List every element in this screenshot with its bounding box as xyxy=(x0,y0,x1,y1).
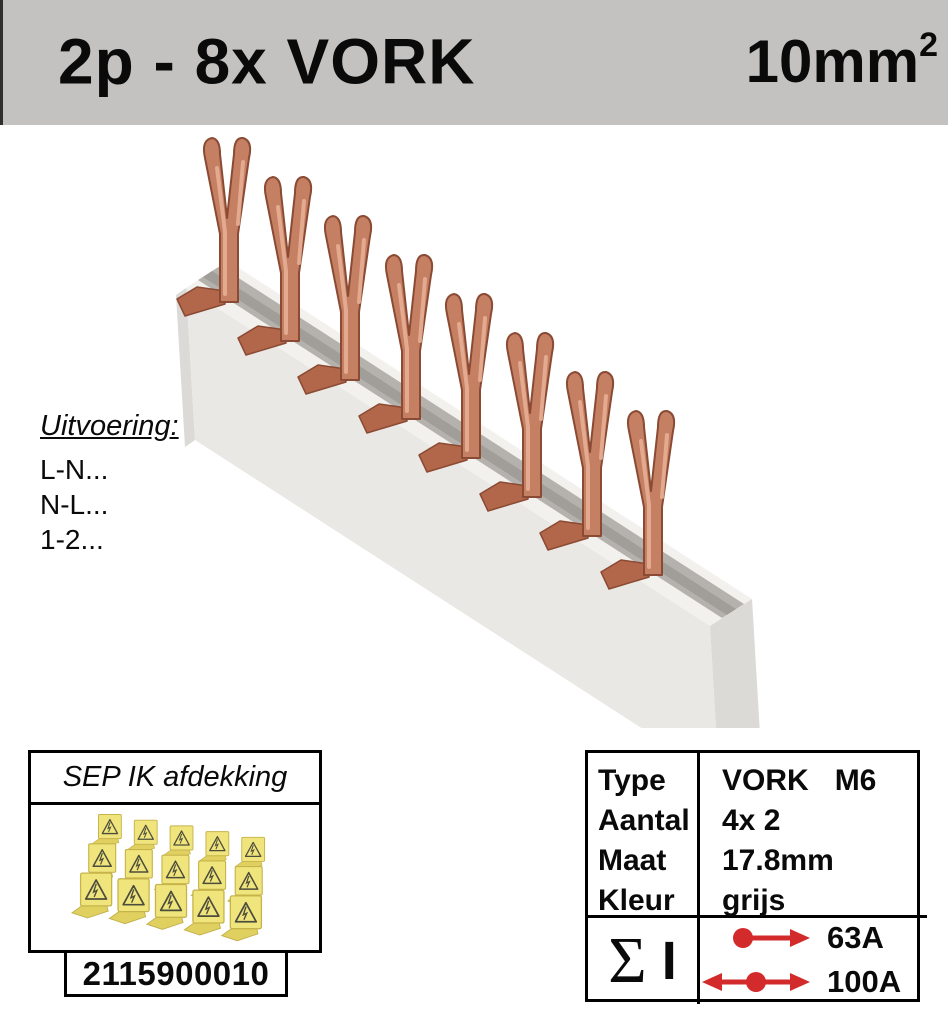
spec-value-type: VORK xyxy=(722,764,809,797)
page-title: 2p - 8x VORK xyxy=(58,25,476,98)
spec-value: VORK M6 xyxy=(722,761,927,801)
cover-clip xyxy=(108,877,150,925)
version-item: 1-2... xyxy=(40,524,104,555)
cover-clip xyxy=(198,830,230,865)
spec-labels-cell: Type Aantal Maat Kleur xyxy=(588,753,700,918)
spec-value-thread: M6 xyxy=(834,764,877,797)
spec-label: Kleur xyxy=(598,884,675,917)
version-heading: Uitvoering: xyxy=(40,410,179,442)
busbar-product-image xyxy=(175,135,760,728)
cover-clip xyxy=(220,894,263,942)
sigma-symbol: Σ xyxy=(608,924,647,997)
wire-size-label: 10mm2 xyxy=(745,25,938,96)
spec-label: Aantal xyxy=(598,804,690,837)
spec-value: 17.8mm xyxy=(722,844,834,877)
rating-value: 63A xyxy=(827,920,884,955)
current-symbol: I xyxy=(661,931,677,991)
current-ratings-cell: 63A 100A xyxy=(700,918,927,1004)
cover-clip xyxy=(234,836,266,871)
rating-value: 100A xyxy=(827,964,902,999)
cover-clip xyxy=(127,819,158,854)
cover-clip xyxy=(145,883,188,930)
wire-size-exponent: 2 xyxy=(919,25,938,64)
accessory-box: SEP IK afdekking xyxy=(28,750,322,953)
article-number: 2115900010 xyxy=(82,954,270,992)
header-bar: 2p - 8x VORK 10mm2 xyxy=(0,0,948,125)
spec-values-cell: VORK M6 4x 2 17.8mm grijs xyxy=(700,753,927,918)
spec-value: 4x 2 xyxy=(722,804,781,837)
version-item: L-N... xyxy=(40,454,109,485)
cover-clip-grid xyxy=(71,813,266,942)
wire-size-value: 10mm xyxy=(745,27,920,95)
article-number-box: 2115900010 xyxy=(64,950,288,997)
accessory-image-area xyxy=(31,805,319,950)
node-arrow-right-icon xyxy=(733,928,810,948)
spec-label: Type xyxy=(598,764,666,797)
spec-label: Maat xyxy=(598,844,667,877)
sum-current-cell: Σ I xyxy=(588,918,700,1004)
cover-clips-image xyxy=(71,813,266,942)
cover-clip xyxy=(163,824,194,860)
cover-clip xyxy=(183,888,225,936)
version-item: N-L... xyxy=(40,489,109,520)
rating-row: 63A xyxy=(700,920,919,956)
cover-clip xyxy=(91,813,122,848)
cover-clip xyxy=(71,871,113,919)
version-section: Uitvoering: L-N... N-L... 1-2... xyxy=(40,410,179,557)
accessory-title: SEP IK afdekking xyxy=(31,753,319,805)
spec-value: grijs xyxy=(722,884,786,917)
rating-row: 100A xyxy=(700,964,919,1000)
spec-table: Type Aantal Maat Kleur VORK M6 4x 2 17.8m… xyxy=(585,750,927,1004)
node-arrow-both-icon xyxy=(702,972,810,992)
